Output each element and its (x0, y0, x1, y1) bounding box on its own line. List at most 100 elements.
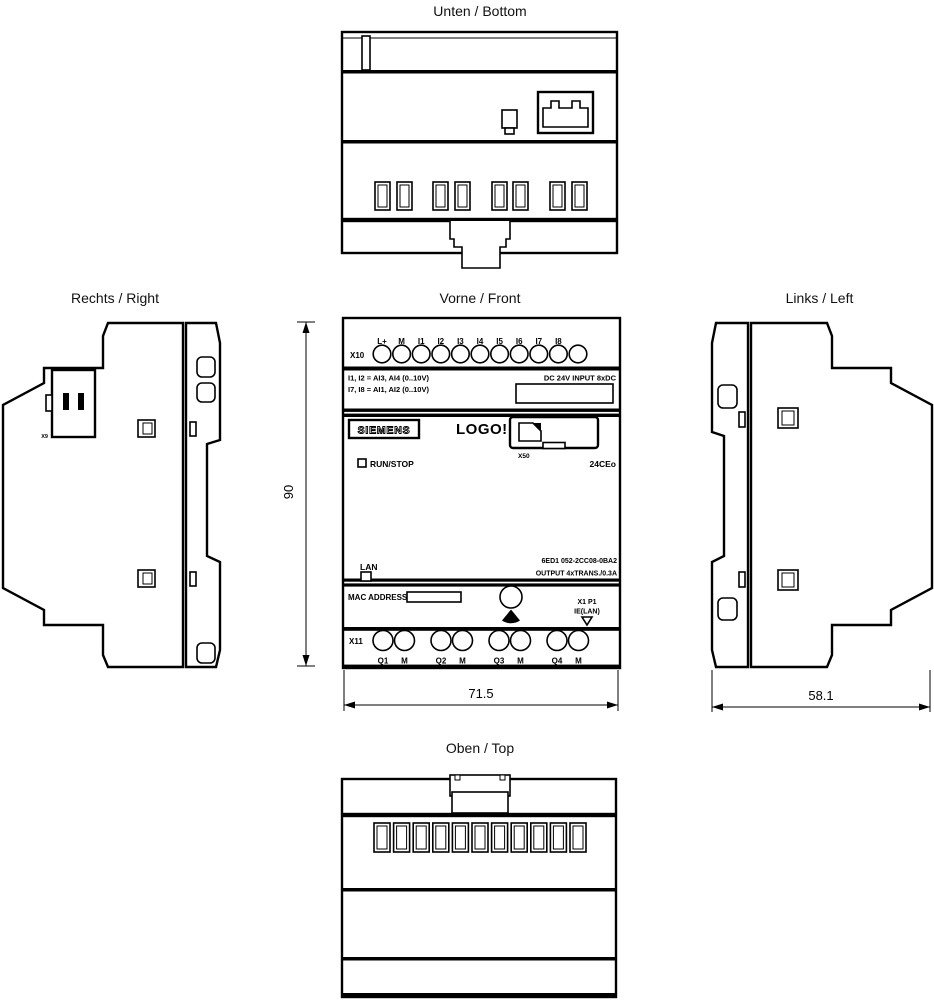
din-rail-catch-inner (451, 791, 509, 814)
svg-text:L+: L+ (377, 337, 387, 346)
terminal-labels-x11: Q1 M Q2 M Q3 M Q4 M (378, 657, 583, 666)
dimension-width: 71.5 (343, 670, 619, 711)
svg-text:I3: I3 (457, 337, 464, 346)
catch-notch-left (454, 774, 461, 781)
rating-plate-box (515, 383, 614, 404)
top-view-divider-2 (342, 957, 616, 961)
connector-label-x11: X11 (349, 637, 363, 646)
side-clips-right (137, 419, 156, 588)
svg-text:Q4: Q4 (552, 657, 563, 666)
catch-notch-right (499, 774, 506, 781)
ethernet-port-bottom (536, 90, 595, 135)
mounting-plate-holes-left (717, 384, 738, 621)
front-divider-2a (343, 408, 620, 412)
drawing-top-view (340, 774, 618, 999)
side-clips-left (777, 407, 799, 591)
svg-text:Q1: Q1 (378, 657, 389, 666)
arrow-left-icon (344, 701, 355, 709)
din-rail-catch-bottom (449, 221, 511, 269)
svg-text:I1: I1 (418, 337, 425, 346)
mounting-plate-holes-right (196, 356, 216, 664)
card-slot-notch (542, 441, 566, 450)
dimension-depth: 58.1 (711, 670, 931, 712)
mac-address-label: MAC ADDRESS (348, 593, 408, 602)
siemens-logo: SIEMENS (347, 418, 421, 440)
port-label-ielan: IE(LAN) (574, 609, 600, 616)
svg-text:M: M (459, 657, 466, 666)
socket-latch (45, 394, 53, 412)
dimension-depth-value: 58.1 (808, 688, 833, 703)
svg-text:I2: I2 (437, 337, 444, 346)
terminal-labels-x10: L+ M I1 I2 I3 I4 I5 I6 I7 I8 (377, 337, 562, 346)
svg-text:I7: I7 (535, 337, 542, 346)
view-title-top: Oben / Top (445, 740, 515, 756)
front-bottom-edge (343, 664, 620, 668)
grounding-screw (499, 585, 523, 609)
view-title-left: Links / Left (785, 290, 854, 306)
bottom-view-divider-2 (342, 140, 617, 144)
terminal-screws-bottom-view (374, 181, 588, 211)
arrow-right-icon (607, 701, 618, 709)
arrow-down-icon (302, 655, 310, 666)
lan-label: LAN (360, 562, 377, 572)
input-note-line2: I7, I8 = AI1, AI2 (0..10V) (348, 385, 429, 394)
top-view-bottom-edge (342, 993, 616, 997)
drawing-right-view: X9 (1, 321, 222, 669)
drawing-left-view (710, 321, 934, 669)
top-view-divider-1 (342, 888, 616, 892)
product-name-logo: LOGO! (456, 421, 508, 438)
terminal-circles-x11 (372, 629, 590, 652)
svg-text:SIEMENS: SIEMENS (358, 425, 411, 437)
run-stop-label: RUN/STOP (370, 459, 414, 469)
output-rating-text: OUTPUT 4xTRANS./0.3A (536, 571, 617, 578)
view-title-front: Vorne / Front (439, 290, 521, 306)
socket-slot-2 (78, 393, 84, 410)
port-position-triangle-icon (580, 616, 594, 627)
plate-tab-upper-right (189, 421, 197, 437)
input-note-line1: I1, I2 = AI3, AI4 (0..10V) (348, 374, 429, 383)
bottom-view-divider-1 (342, 70, 617, 74)
type-label-24ceo: 24CEo (590, 459, 616, 469)
sd-card-icon (518, 422, 542, 442)
front-view-housing (341, 316, 622, 670)
front-divider-3a (343, 578, 620, 582)
port-label-x1p1: X1 P1 (577, 599, 596, 606)
arrow-left-icon (712, 703, 723, 711)
svg-text:Q2: Q2 (436, 657, 447, 666)
drawing-front-view: L+ M I1 I2 I3 I4 I5 I6 I7 I8 X10 I1, I2 … (341, 316, 622, 670)
svg-text:M: M (575, 657, 582, 666)
socket-slot-1 (63, 393, 69, 410)
view-title-right: Rechts / Right (71, 290, 159, 306)
svg-text:I6: I6 (516, 337, 523, 346)
mac-address-field (406, 591, 462, 603)
plate-tab-upper-left (738, 411, 746, 428)
bottom-view-left-slot (361, 35, 371, 71)
plate-tab-lower-left (738, 571, 746, 588)
card-slot-x50: X50 (508, 415, 600, 460)
drawing-bottom-view (340, 30, 619, 269)
svg-text:I5: I5 (496, 337, 503, 346)
svg-text:M: M (401, 657, 408, 666)
view-title-bottom: Unten / Bottom (433, 3, 527, 19)
order-number-text: 6ED1 052-2CC08-0BA2 (542, 558, 618, 565)
svg-text:M: M (517, 657, 524, 666)
front-divider-3b (343, 583, 620, 587)
expansion-socket-right: X9 (41, 368, 97, 440)
connector-label-x50: X50 (518, 453, 530, 460)
front-divider-1 (343, 366, 620, 371)
dimension-height: 90 (281, 321, 315, 667)
svg-text:Q3: Q3 (494, 657, 505, 666)
dimension-height-value: 90 (281, 485, 296, 499)
left-view-body-profile (749, 321, 934, 669)
expansion-connector-bottom (501, 109, 518, 135)
arrow-right-icon (919, 703, 930, 711)
rj45-jack-profile (542, 100, 589, 128)
front-divider-2b (343, 413, 620, 417)
lan-led (360, 571, 372, 582)
svg-text:I8: I8 (555, 337, 562, 346)
arrow-up-icon (302, 322, 310, 333)
plate-tab-lower-right (189, 571, 197, 587)
svg-text:I4: I4 (477, 337, 484, 346)
input-rating-text: DC 24V INPUT 8xDC (544, 374, 617, 383)
